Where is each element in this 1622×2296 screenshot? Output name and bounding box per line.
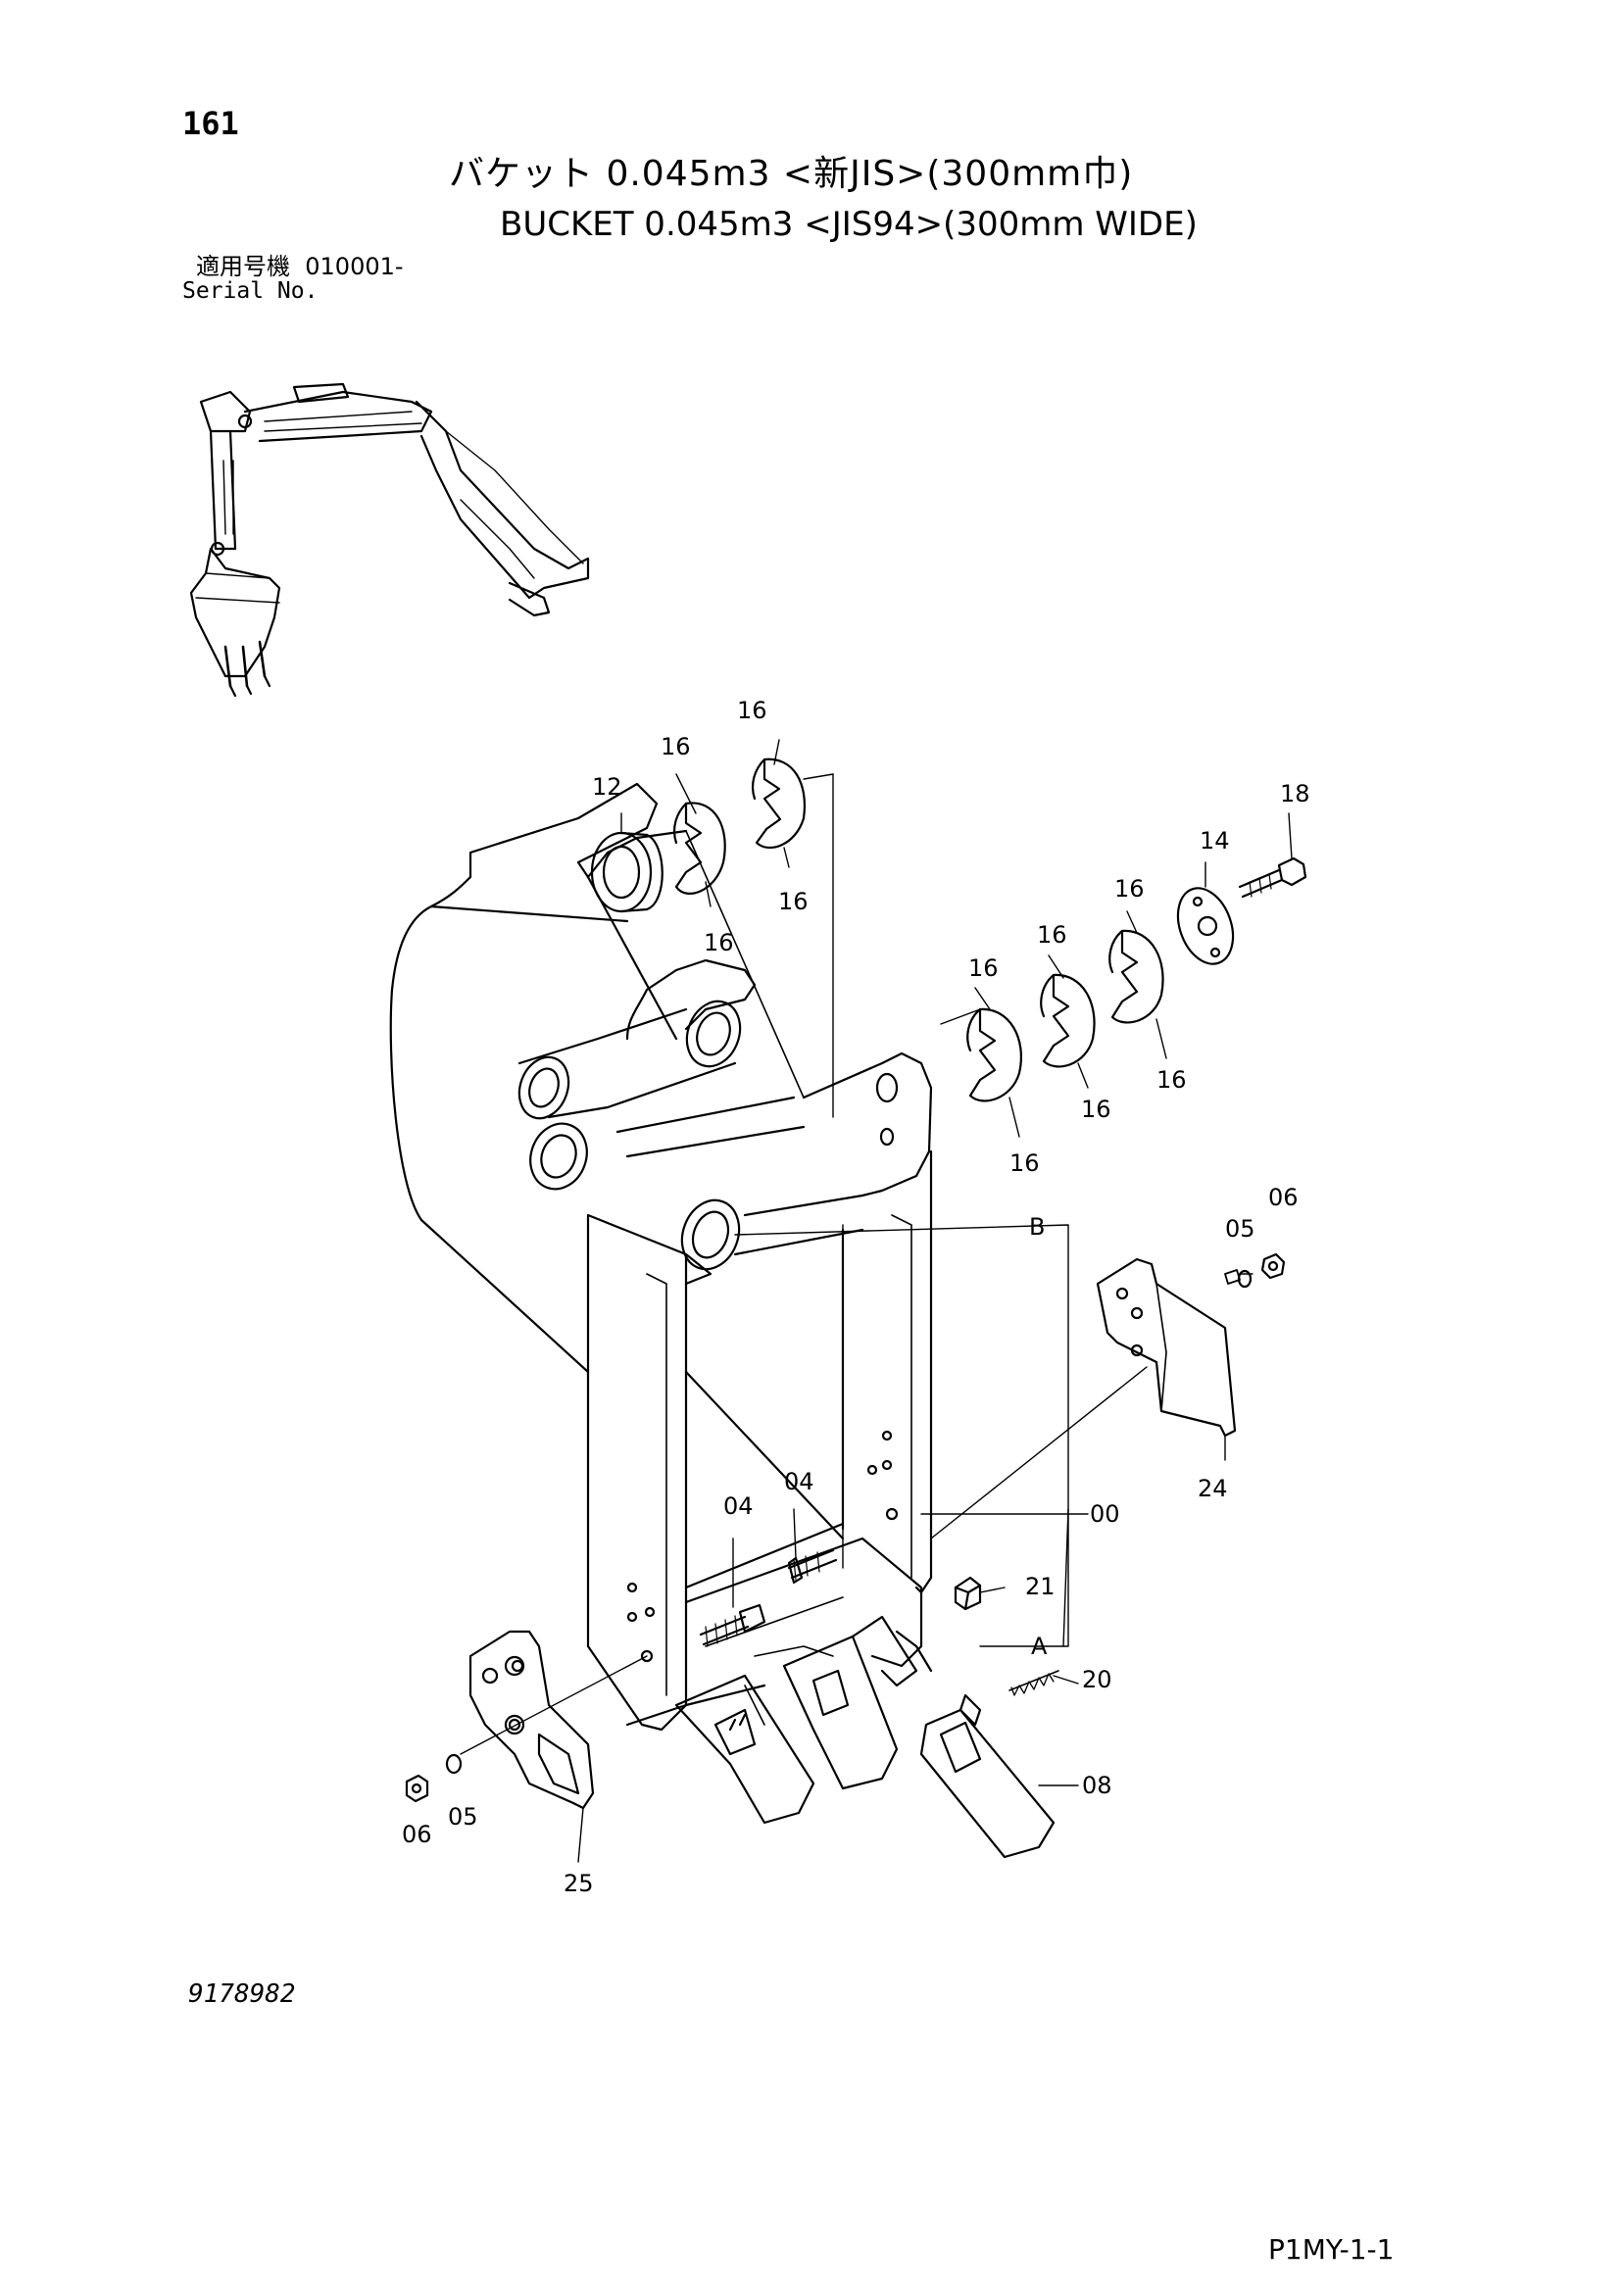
side-cutter-plate-24 (1096, 1252, 1286, 1438)
callout-16-e: 16 (1114, 875, 1145, 903)
page-code: P1MY-1-1 (1268, 2233, 1395, 2266)
callout-labels: 12 16 16 16 16 18 14 16 16 16 16 16 16 0… (402, 697, 1310, 1897)
title-english: BUCKET 0.045m3 <JIS94>(300mm WIDE) (500, 205, 1198, 244)
callout-05-b: 05 (448, 1803, 478, 1831)
callout-16-i: 16 (1081, 1096, 1111, 1123)
leader-lines (460, 739, 1293, 1863)
page-number: 161 (182, 105, 239, 142)
callout-21: 21 (1025, 1573, 1056, 1600)
drawing-number: 9178982 (188, 1979, 296, 2009)
callout-16-a: 16 (661, 733, 691, 760)
callout-18: 18 (1280, 780, 1310, 807)
callout-25: 25 (564, 1870, 594, 1897)
callout-20: 20 (1082, 1666, 1112, 1693)
excavator-thumbnail (189, 382, 590, 698)
callout-16-d: 16 (778, 888, 809, 915)
serial-value: 010001- (305, 253, 404, 280)
callout-24: 24 (1198, 1475, 1228, 1502)
callout-04-a: 04 (723, 1492, 754, 1520)
callout-16-f: 16 (1037, 921, 1067, 949)
side-cutter-plate-25 (405, 1630, 595, 1810)
callout-14: 14 (1200, 827, 1230, 855)
bucket-teeth (674, 1615, 933, 1825)
callout-05-a: 05 (1225, 1215, 1255, 1243)
callout-00: 00 (1090, 1500, 1120, 1528)
tooth-assembly-08 (919, 1576, 1059, 1859)
callout-16-c: 16 (704, 929, 734, 956)
bolt-04 (699, 1548, 838, 1647)
callout-A: A (1031, 1633, 1048, 1660)
callout-12: 12 (592, 773, 622, 801)
callout-16-j: 16 (1009, 1149, 1040, 1177)
serial-label-ja-text: 適用号機 (196, 253, 290, 280)
callout-04-b: 04 (784, 1468, 814, 1495)
bucket-body (389, 782, 933, 1732)
pin-shim-set-1 (590, 757, 807, 913)
callout-B: B (1029, 1213, 1045, 1241)
serial-label-english: Serial No. (182, 278, 319, 304)
callout-16-g: 16 (968, 954, 999, 982)
callout-16-h: 16 (1156, 1066, 1187, 1094)
title-japanese: バケット 0.045m3 <新JIS>(300mm巾) (449, 154, 1134, 194)
callout-06-a: 06 (1268, 1184, 1299, 1211)
pin-shim-set-2 (966, 856, 1307, 1102)
callout-08: 08 (1082, 1772, 1112, 1799)
callout-06-b: 06 (402, 1821, 432, 1848)
serial-label-japanese: 適用号機 010001- (196, 255, 404, 278)
callout-16-b: 16 (737, 697, 767, 724)
